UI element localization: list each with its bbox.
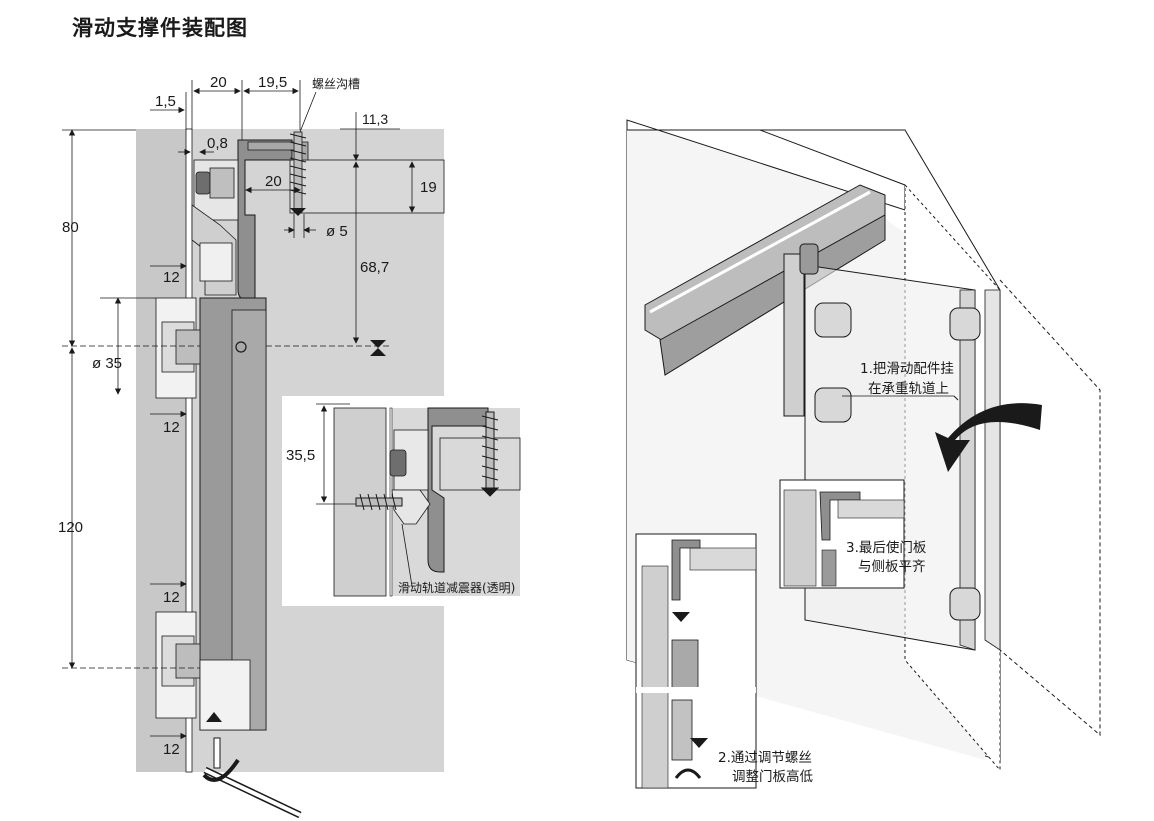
dim-19-5: 19,5	[258, 74, 287, 91]
step2-line2: 调整门板高低	[732, 768, 813, 785]
label-screw-groove: 螺丝沟槽	[312, 77, 360, 91]
dim-12-b: 12	[163, 419, 180, 436]
dim-120: 120	[58, 519, 83, 536]
iso-roller-arm	[783, 253, 805, 417]
dim-19: 19	[420, 179, 437, 196]
hex-key	[202, 737, 302, 819]
dim-d5: ø 5	[326, 223, 348, 240]
dim-12-c: 12	[163, 589, 180, 606]
detail-rail	[427, 407, 489, 573]
top-board	[289, 159, 445, 214]
inset-step2	[635, 533, 757, 789]
right-isometric-drawing: 1.把滑动配件挂 在承重轨道上 3.最后使门板 与侧板平齐 2.通过调节螺丝	[626, 119, 1101, 789]
dim-1-5: 1,5	[155, 93, 176, 110]
step2-line1: 2.通过调节螺丝	[718, 750, 812, 766]
step1-line2: 在承重轨道上	[868, 381, 949, 397]
dim-12-d: 12	[163, 741, 180, 758]
dim-12-a: 12	[163, 269, 180, 286]
dim-11-3: 11,3	[362, 111, 388, 127]
dim-20-inner: 20	[265, 173, 282, 190]
hinge-lower	[155, 611, 251, 731]
dim-80: 80	[62, 219, 79, 236]
page-title: 滑动支撑件装配图	[72, 16, 248, 40]
dim-68-7: 68,7	[360, 259, 389, 276]
dim-d35: ø 35	[92, 355, 122, 372]
iso-rail	[644, 184, 886, 376]
mounting-screw	[289, 131, 307, 216]
door-gap	[185, 128, 193, 773]
dim-20-top: 20	[210, 74, 227, 91]
dim-35-5: 35,5	[286, 447, 315, 464]
hinge-upper	[155, 297, 201, 399]
step3-line2: 与侧板平齐	[858, 559, 926, 575]
dim-0-8: 0,8	[207, 135, 228, 152]
detail-inset: 35,5 滑动轨道减震器(透明)	[282, 396, 530, 606]
rotate-arrow	[935, 403, 1042, 472]
inset-step3: 3.最后使门板 与侧板平齐	[779, 479, 927, 589]
step3-line1: 3.最后使门板	[846, 539, 927, 556]
label-damper: 滑动轨道减震器(透明)	[398, 581, 515, 595]
step1-line1: 1.把滑动配件挂	[860, 361, 954, 377]
